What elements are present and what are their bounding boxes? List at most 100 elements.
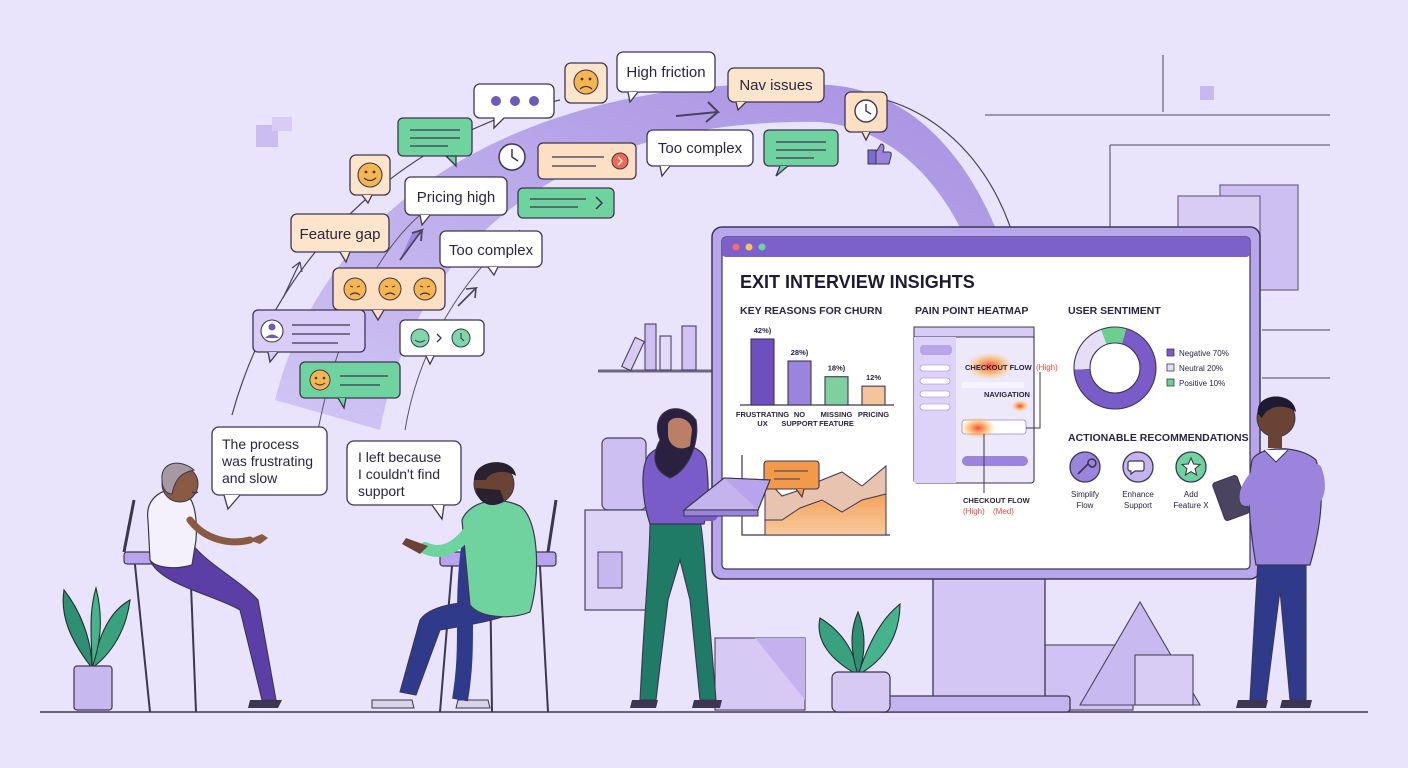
sentiment-legend-swatch [1166,378,1175,387]
churn-bar [787,360,812,406]
star-icon [1180,456,1202,477]
bubble-too-complex-mid-text: Too complex [449,242,534,259]
sentiment-slice [1074,329,1107,370]
angry-faces-bubble [332,267,446,322]
plant-right [818,602,901,713]
bubble-too-complex-mid: Too complex [439,230,543,277]
bubble-high-friction: High friction [616,51,716,104]
sentiment-legend-label: Positive 10% [1179,379,1225,388]
quote-right-line-3: support [358,483,405,499]
quote-right-line-1: I left because [358,449,441,465]
window-close-dot [732,243,740,251]
plant-left [62,585,131,711]
rec-add-line-1: Add [1184,490,1198,499]
bubble-nav-issues: Nav issues [727,67,825,112]
rec-enhance-line-2: Support [1124,501,1153,510]
sentiment-legend-label: Neutral 20% [1179,364,1223,373]
bubble-high-friction-text: High friction [626,64,705,81]
churn-bar-label: FEATURE [819,419,854,428]
heatmap-heading: PAIN POINT HEATMAP [915,305,1028,317]
green-arrow-bubble [517,187,615,219]
dashboard-title: EXIT INTERVIEW INSIGHTS [740,272,975,292]
window-max-dot [758,243,766,251]
dashboard-monitor: EXIT INTERVIEW INSIGHTS KEY REASONS FOR … [711,226,1261,713]
rec-enhance-support[interactable]: Enhance Support [1122,451,1154,510]
churn-bar [824,376,849,406]
heatmap-checkout-flow: CHECKOUT FLOW [965,363,1033,372]
wrench-icon [1077,458,1097,475]
bubble-feature-gap: Feature gap [290,213,390,264]
clock-icon [498,143,526,171]
sentiment-legend-swatch [1166,363,1175,372]
churn-bar-label: FRUSTRATING [736,410,789,419]
chat-icon [1127,460,1145,476]
heatmap-panel: CHECKOUT FLOW (High) NAVIGATION CHECKOUT… [913,326,1058,516]
text-bubbles: High friction Nav issues Too complex Pri… [211,51,825,521]
bubble-too-complex-top: Too complex [646,129,754,178]
bubble-feature-gap-text: Feature gap [300,226,381,243]
sentiment-slice [1100,327,1127,345]
churn-bar-label: PRICING [858,410,889,419]
quote-left-line-1: The process [222,436,299,452]
rec-add-feature[interactable]: Add Feature X [1173,451,1209,510]
person-woman-seated [122,462,282,713]
recommendations-heading: ACTIONABLE RECOMMENDATIONS [1068,432,1249,444]
churn-bar-label: SUPPORT [781,419,818,428]
bubble-nav-issues-text: Nav issues [739,77,812,94]
green-lines-bubble-top [397,117,473,168]
area-chart [741,455,890,536]
sentiment-legend-swatch [1166,348,1175,357]
person-man-seated [371,462,558,713]
ellipsis-bubble [473,83,555,130]
sentiment-slice [1074,328,1156,409]
quote-left-line-2: was frustrating [221,453,313,469]
sentiment-heading: USER SENTIMENT [1068,305,1161,317]
heatmap-high-tag: (High) [1036,363,1058,372]
green-lines-bubble-right [763,129,839,177]
smiley-bubble-top [349,154,391,205]
rec-simplify-line-1: Simplify [1071,490,1099,499]
user-card-bubble [252,309,366,364]
sentiment-donut [1073,326,1157,410]
rec-enhance-line-1: Enhance [1122,490,1154,499]
rec-simplify-line-2: Flow [1077,501,1094,510]
churn-bar-value: 12% [866,373,881,382]
window-min-dot [745,243,753,251]
churn-bar-value: 18%) [828,364,846,373]
churn-bar-value: 42%) [754,326,772,335]
churn-bar-label: UX [757,419,767,428]
clock-bubble-right [844,91,888,142]
bubble-too-complex-top-text: Too complex [658,140,743,157]
rec-add-line-2: Feature X [1173,501,1209,510]
smiley-clock-bubble [399,319,485,366]
heatmap-bottom-label: CHECKOUT FLOW [963,496,1031,505]
heatmap-bottom-high: (High) [963,507,985,516]
bubble-pricing-high-text: Pricing high [417,189,495,206]
thumbs-up-icon [867,143,892,165]
person-woman-laptop [630,408,771,708]
churn-heading: KEY REASONS FOR CHURN [740,305,882,317]
churn-bar-label: MISSING [821,410,853,419]
churn-bar [750,338,775,406]
sad-face-bubble [564,62,608,104]
sentiment-legend: Negative 70% Neutral 20% Positive 10% [1166,348,1229,388]
bubble-pricing-high: Pricing high [404,176,508,227]
quote-right-bubble: I left because I couldn't find support [346,440,462,521]
orange-bubble-arrow [537,142,637,180]
icon-bubbles [252,62,892,410]
churn-bar-label: NO [794,410,805,419]
smiley-bubble-low [299,361,401,410]
person-man-tablet [1212,396,1325,708]
heatmap-bottom-med: (Med) [993,507,1014,516]
churn-bar-value: 28%) [791,348,809,357]
rec-simplify-flow[interactable]: Simplify Flow [1069,451,1101,510]
heatmap-navigation: NAVIGATION [984,390,1030,399]
quote-left-line-3: and slow [222,470,278,486]
quote-left-bubble: The process was frustrating and slow [211,426,328,511]
sentiment-legend-label: Negative 70% [1179,349,1229,358]
quote-right-line-2: I couldn't find [358,466,440,482]
churn-bar [861,385,886,406]
